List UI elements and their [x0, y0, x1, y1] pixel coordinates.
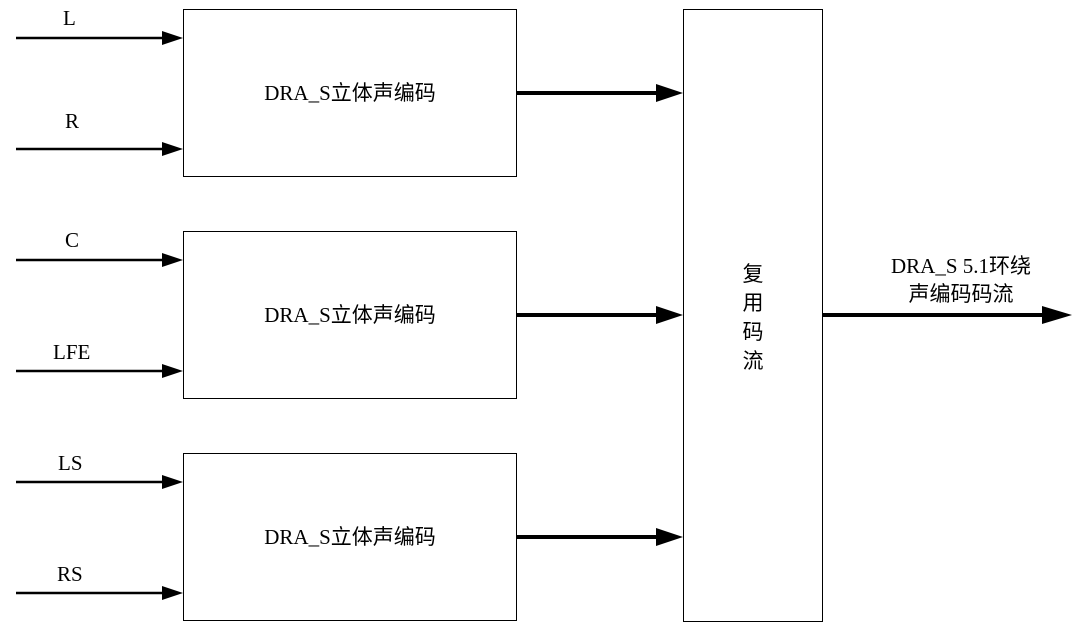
output-label: DRA_S 5.1环绕 声编码码流 [866, 252, 1056, 308]
mux-char: 用 [742, 291, 764, 315]
encoder-label: DRA_S立体声编码 [264, 303, 436, 327]
encoder2-to-mux-arrow [516, 306, 683, 324]
output-label-line1: DRA_S 5.1环绕 [890, 254, 1032, 278]
encoder-block-1: DRA_S立体声编码 [183, 9, 517, 177]
input-label-c: C [65, 228, 80, 252]
encoder3-to-mux-arrow [516, 528, 683, 546]
encoder-label: DRA_S立体声编码 [264, 81, 436, 105]
input-label-rs: RS [57, 562, 83, 586]
input-arrow-rs [16, 586, 183, 600]
mux-char: 码 [742, 320, 764, 344]
output-arrow [822, 306, 1072, 324]
mux-block: 复 用 码 流 [683, 9, 823, 622]
mux-char: 流 [742, 349, 764, 373]
encoder1-to-mux-arrow [516, 84, 683, 102]
encoder-label: DRA_S立体声编码 [264, 525, 436, 549]
input-label-l: L [63, 6, 76, 30]
input-arrow-r [16, 142, 183, 156]
encoder-block-3: DRA_S立体声编码 [183, 453, 517, 621]
input-arrow-lfe [16, 364, 183, 378]
mux-label: 复 用 码 流 [684, 260, 822, 376]
input-label-ls: LS [58, 451, 83, 475]
input-label-r: R [65, 109, 80, 133]
output-label-line2: 声编码码流 [908, 282, 1014, 306]
mux-char: 复 [742, 262, 764, 286]
input-label-lfe: LFE [53, 340, 91, 364]
input-arrow-c [16, 253, 183, 267]
encoder-block-2: DRA_S立体声编码 [183, 231, 517, 399]
input-arrow-l [16, 31, 183, 45]
input-arrow-ls [16, 475, 183, 489]
